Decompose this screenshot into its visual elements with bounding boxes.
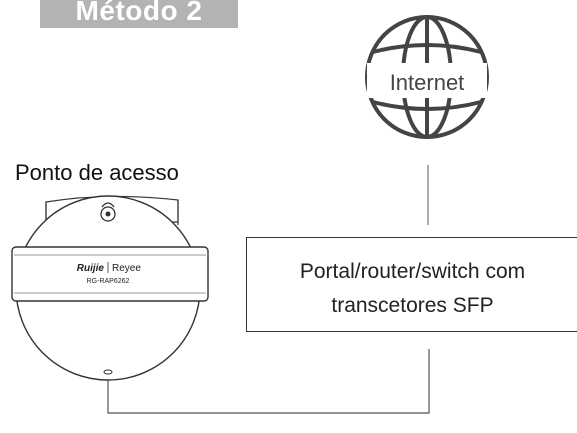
access-point-label: Ponto de acesso: [15, 160, 179, 185]
method-tag: Método 2: [40, 0, 238, 28]
internet-label: Internet: [390, 70, 465, 95]
router-label-line2: transcetores SFP: [331, 294, 494, 317]
ap-model: RG-RAP6262: [87, 278, 130, 285]
ap-brand-left: Ruijie: [77, 263, 105, 274]
router-box: Portal/router/switch com transcetores SF…: [246, 237, 577, 332]
internet-label-bg: [367, 63, 487, 98]
access-point-device: Ruijie Reyee RG-RAP6262: [11, 195, 209, 381]
ap-router-link-line: [107, 349, 430, 414]
router-label-line1: Portal/router/switch com: [299, 260, 526, 283]
ap-brand-right: Reyee: [112, 263, 141, 274]
